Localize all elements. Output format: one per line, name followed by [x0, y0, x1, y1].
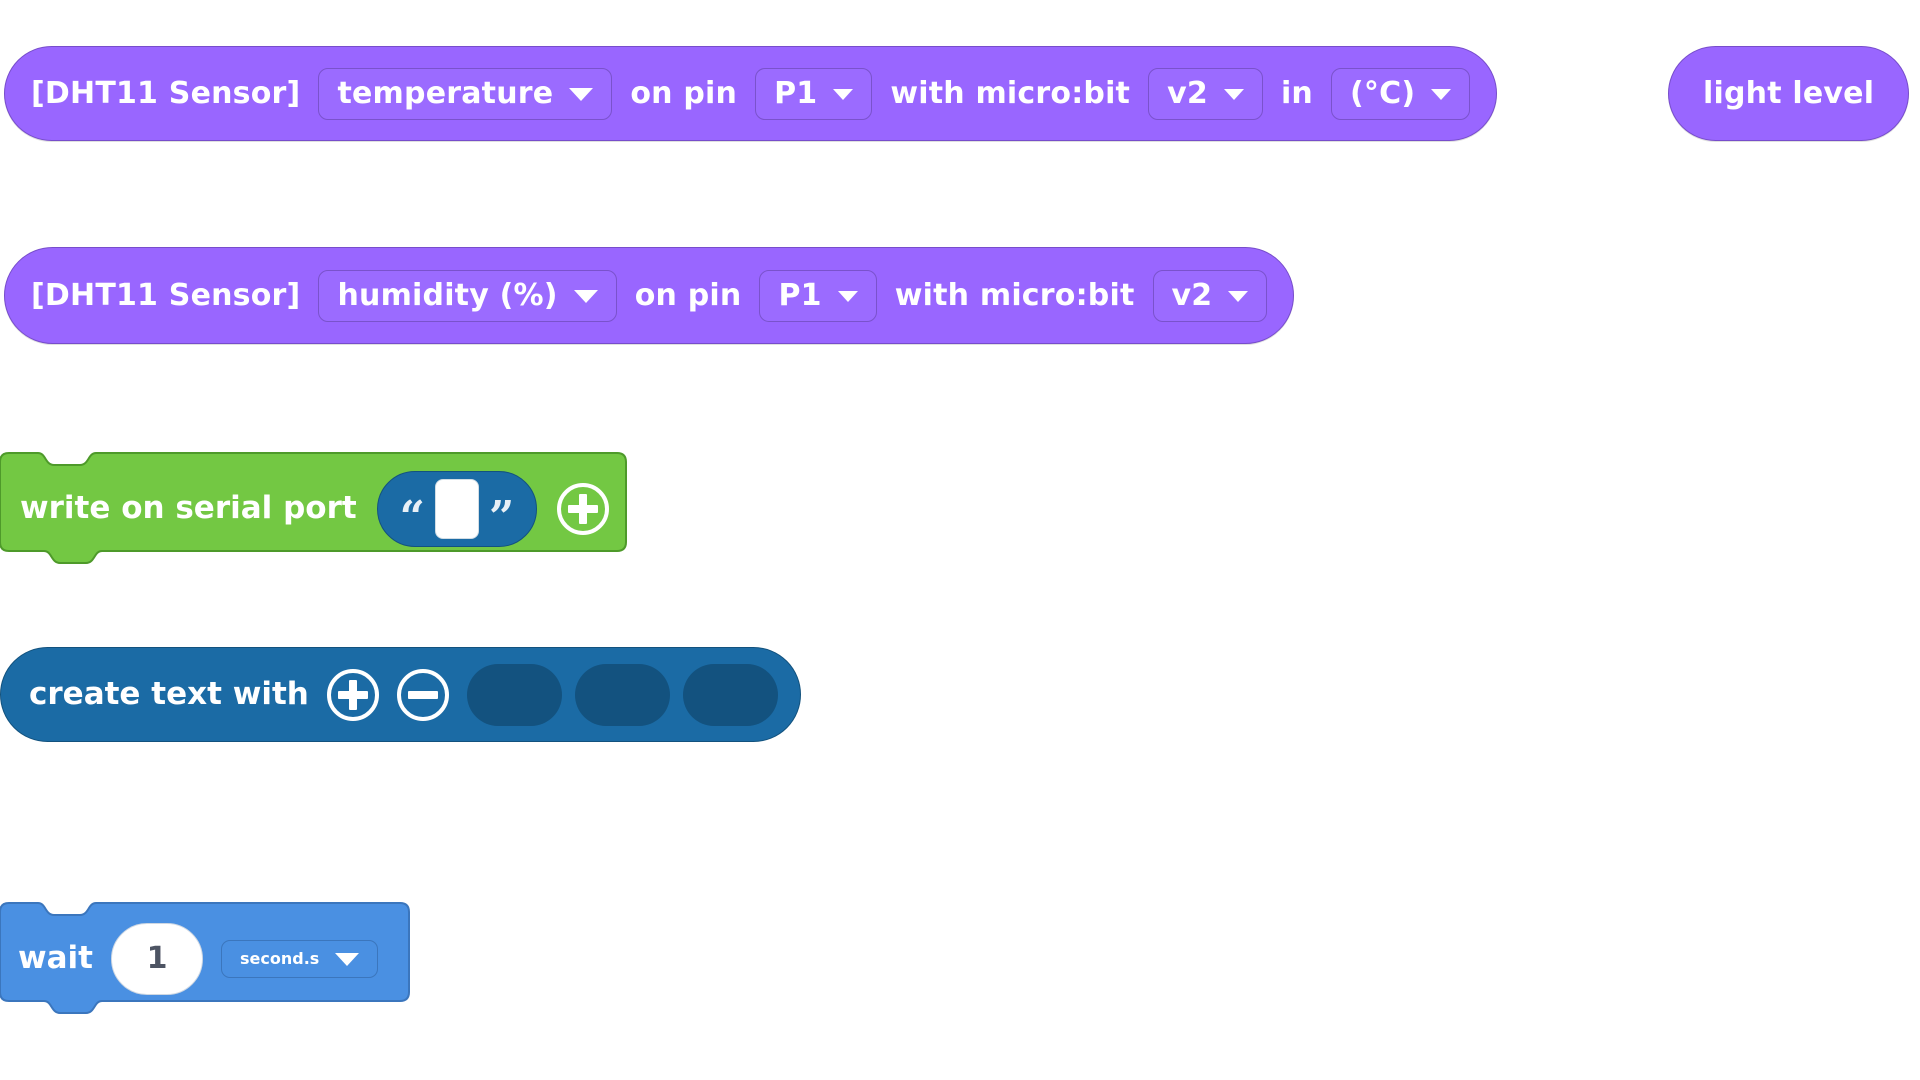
text-slot-2[interactable] — [574, 663, 670, 726]
serial-text-field[interactable] — [434, 478, 479, 539]
measure-dropdown-value: humidity (%) — [337, 277, 558, 313]
statement-block-shape — [0, 902, 410, 1014]
chevron-down-icon — [1223, 89, 1244, 100]
text-slot-3[interactable] — [682, 663, 778, 726]
pin-dropdown[interactable]: P1 — [759, 269, 877, 322]
plus-circle-icon[interactable] — [326, 668, 379, 721]
serial-text-input[interactable]: “ ” — [376, 470, 538, 547]
pin-dropdown-value: P1 — [778, 277, 822, 313]
wait-block[interactable]: wait 1 second.s — [0, 902, 410, 1015]
on-pin-label: on pin — [630, 75, 738, 111]
microbit-version-value: v2 — [1171, 277, 1213, 313]
light-level-block[interactable]: light level — [1668, 46, 1910, 141]
measure-dropdown-temperature[interactable]: temperature — [318, 67, 613, 120]
pin-dropdown-value: P1 — [774, 75, 818, 111]
dht11-humidity-block[interactable]: [DHT11 Sensor] humidity (%) on pin P1 wi… — [4, 247, 1295, 344]
with-microbit-label: with micro:bit — [890, 75, 1131, 111]
chevron-down-icon — [1228, 291, 1249, 302]
chevron-down-icon — [569, 88, 594, 101]
chevron-down-icon — [1431, 89, 1452, 100]
create-text-with-label: create text with — [29, 676, 309, 712]
microbit-version-value: v2 — [1167, 75, 1208, 111]
chevron-down-icon — [833, 89, 854, 100]
pin-dropdown[interactable]: P1 — [755, 67, 873, 120]
write-on-serial-port-block[interactable]: write on serial port “ ” — [0, 452, 627, 565]
unit-dropdown[interactable]: (°C) — [1331, 67, 1471, 120]
create-text-slots — [466, 663, 778, 726]
minus-circle-icon[interactable] — [396, 668, 449, 721]
write-on-serial-port-label: write on serial port — [20, 490, 357, 526]
plus-circle-icon[interactable] — [557, 482, 610, 535]
in-label: in — [1280, 75, 1313, 111]
microbit-version-dropdown[interactable]: v2 — [1152, 269, 1268, 322]
wait-duration-input[interactable]: 1 — [111, 922, 204, 995]
unit-dropdown-value: (°C) — [1350, 75, 1416, 111]
light-level-label: light level — [1703, 75, 1875, 111]
measure-dropdown-value: temperature — [337, 75, 554, 111]
chevron-down-icon — [837, 291, 858, 302]
chevron-down-icon — [335, 953, 360, 966]
dht11-temperature-prefix-label: [DHT11 Sensor] — [31, 75, 301, 111]
microbit-version-dropdown[interactable]: v2 — [1148, 67, 1263, 120]
measure-dropdown-humidity[interactable]: humidity (%) — [318, 269, 617, 322]
wait-unit-dropdown[interactable]: second.s — [221, 939, 379, 978]
text-slot-1[interactable] — [466, 663, 562, 726]
chevron-down-icon — [573, 290, 598, 303]
with-microbit-label: with micro:bit — [894, 277, 1135, 313]
wait-unit-value: second.s — [240, 948, 320, 968]
dht11-temperature-block[interactable]: [DHT11 Sensor] temperature on pin P1 wit… — [4, 46, 1498, 141]
wait-label: wait — [18, 940, 94, 976]
create-text-with-block[interactable]: create text with — [0, 647, 801, 742]
on-pin-label: on pin — [634, 277, 742, 313]
dht11-humidity-prefix-label: [DHT11 Sensor] — [31, 277, 301, 313]
